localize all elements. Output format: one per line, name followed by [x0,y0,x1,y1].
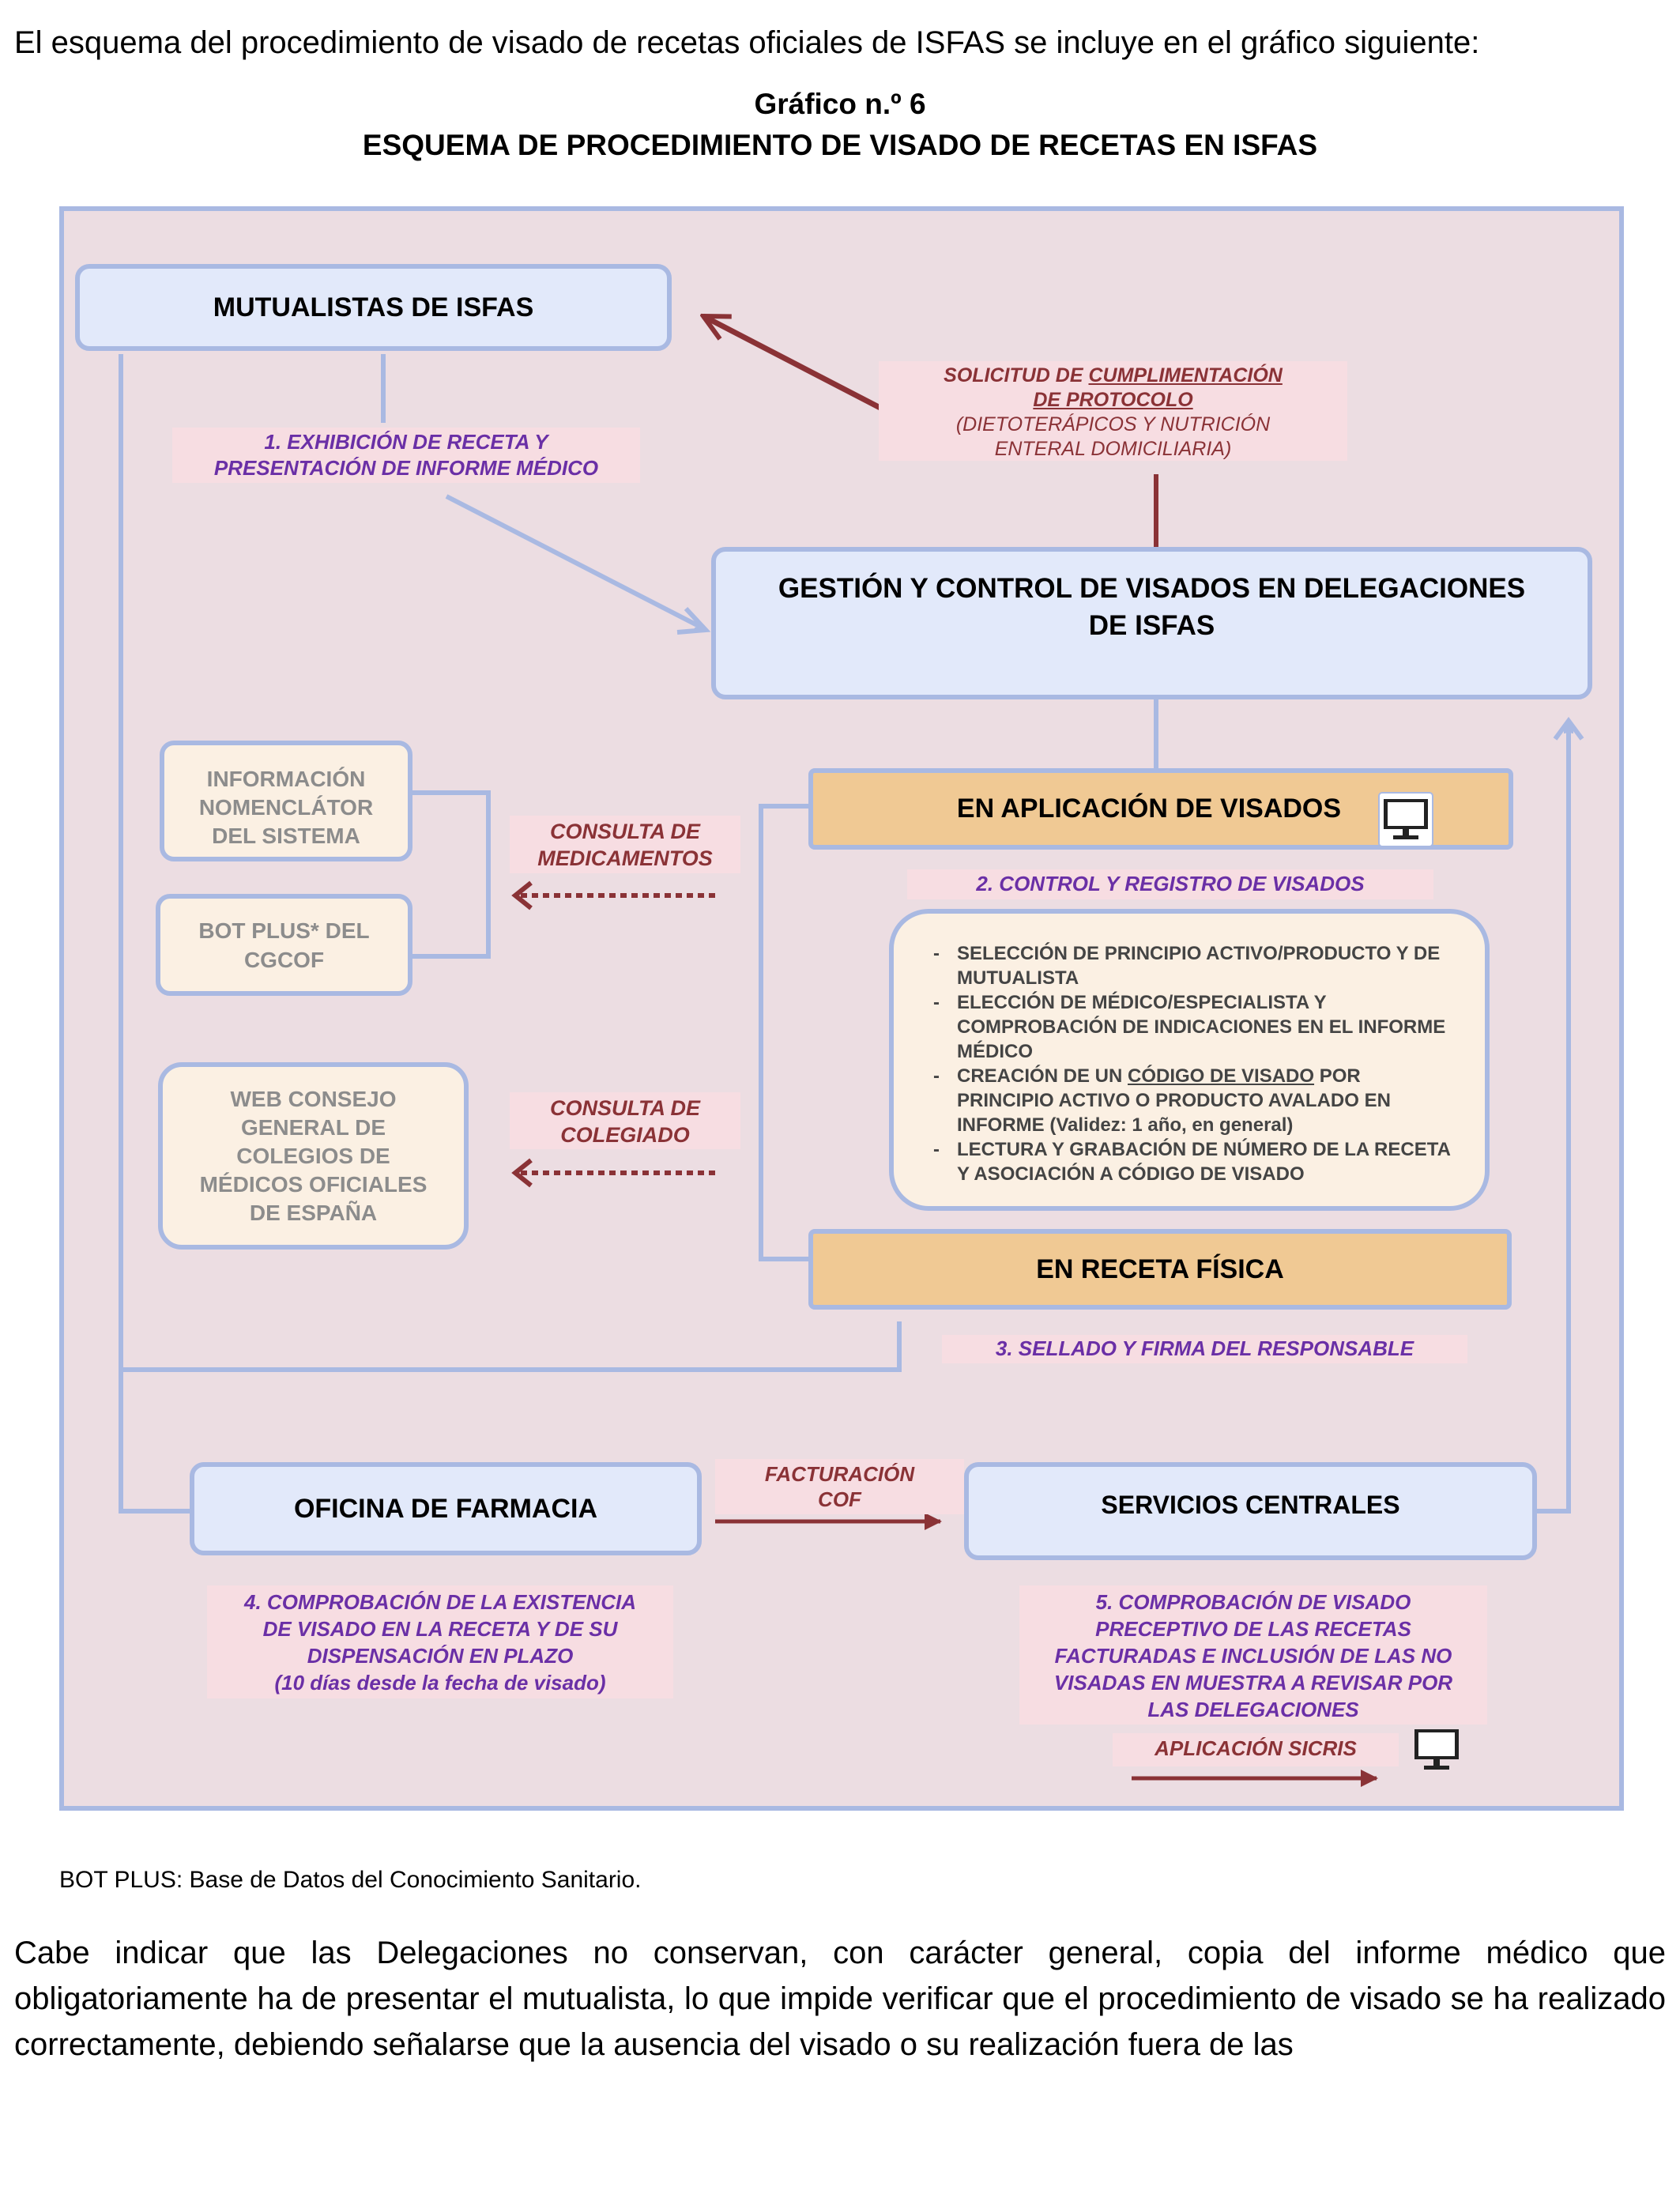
step5-line3: FACTURADAS E INCLUSIÓN DE LAS NO [1054,1644,1452,1668]
footnote: BOT PLUS: Base de Datos del Conocimiento… [59,1867,642,1893]
botplus-line1: BOT PLUS* DEL [198,918,370,943]
web-consejo-line3: COLEGIOS DE [236,1143,390,1168]
step2-label: 2. CONTROL Y REGISTRO DE VISADOS [907,869,1433,899]
facturacion-label: FACTURACIÓN COF [715,1459,964,1514]
step5-line2: PRECEPTIVO DE LAS RECETAS [1095,1617,1411,1641]
list-item: LECTURA Y GRABACIÓN DE NÚMERO DE LA RECE… [933,1137,1453,1186]
servicios-centrales-box: SERVICIOS CENTRALES [964,1462,1537,1560]
step4-line3: DISPENSACIÓN EN PLAZO [307,1644,574,1668]
body-paragraph: Cabe indicar que las Delegaciones no con… [14,1936,1666,2062]
step3-label: 3. SELLADO Y FIRMA DEL RESPONSABLE [942,1335,1467,1363]
nomenclator-line2: NOMENCLÁTOR [198,795,374,820]
web-consejo-line5: DE ESPAÑA [249,1200,378,1225]
arrow-solicitud-mutualistas [703,313,900,420]
step5-line4: VISADAS EN MUESTRA A REVISAR POR [1053,1671,1453,1695]
solicitud-line2: DE PROTOCOLO [1033,389,1193,411]
web-consejo-box: WEB CONSEJO GENERAL DE COLEGIOS DE MÉDIC… [158,1062,469,1250]
step1-line1: 1. EXHIBICIÓN DE RECETA Y [264,430,548,454]
consulta-colegiado-line2: COLEGIADO [560,1123,690,1147]
list-item: ELECCIÓN DE MÉDICO/ESPECIALISTA Y COMPRO… [933,990,1453,1064]
gestion-box: GESTIÓN Y CONTROL DE VISADOS EN DELEGACI… [711,547,1592,699]
step1-line2: PRESENTACIÓN DE INFORME MÉDICO [213,456,599,480]
arrow-consulta-colegiado-head [511,1158,533,1188]
facturacion-line1: FACTURACIÓN [764,1462,915,1486]
monitor-icon [1378,792,1433,847]
figure-number: Gráfico n.º 6 [754,88,926,120]
connector-bottom-loop [121,1321,902,1372]
step5-line1: 5. COMPROBACIÓN DE VISADO [1095,1590,1411,1614]
figure-title: ESQUEMA DE PROCEDIMIENTO DE VISADO DE RE… [362,129,1318,161]
consulta-medicamentos-line2: MEDICAMENTOS [537,846,713,870]
oficina-farmacia-box: OFICINA DE FARMACIA [190,1462,702,1555]
sicris-label: APLICACIÓN SICRIS [1113,1733,1399,1766]
connector-bracket-left [412,790,491,959]
step4-line1: 4. COMPROBACIÓN DE LA EXISTENCIA [244,1590,636,1614]
arrow-step1-head [676,606,711,635]
consulta-colegiado-line1: CONSULTA DE [550,1096,700,1120]
monitor-icon [1414,1729,1459,1770]
web-consejo-line2: GENERAL DE [240,1114,386,1140]
consulta-medicamentos-label: CONSULTA DE MEDICAMENTOS [510,816,740,873]
nomenclator-line3: DEL SISTEMA [212,824,360,848]
intro-text: El esquema del procedimiento de visado d… [14,25,1480,60]
step5-label: 5. COMPROBACIÓN DE VISADO PRECEPTIVO DE … [1019,1585,1487,1725]
list-item: SELECCIÓN DE PRINCIPIO ACTIVO/PRODUCTO Y… [933,941,1453,990]
solicitud-line3: (DIETOTERÁPICOS Y NUTRICIÓN [955,413,1271,435]
solicitud-line1: SOLICITUD DE CUMPLIMENTACIÓN [944,364,1283,386]
list-item: CREACIÓN DE UN CÓDIGO DE VISADO POR PRIN… [933,1064,1453,1137]
step4-label: 4. COMPROBACIÓN DE LA EXISTENCIA DE VISA… [207,1585,673,1698]
web-consejo-line4: MÉDICOS OFICIALES [199,1171,428,1197]
botplus-line2: CGCOF [243,947,325,972]
nomenclator-box: INFORMACIÓN NOMENCLÁTOR DEL SISTEMA [160,741,412,861]
nomenclator-line1: INFORMACIÓN [206,767,366,791]
step1-label: 1. EXHIBICIÓN DE RECETA Y PRESENTACIÓN D… [172,428,640,483]
arrow-consulta-medicamentos-head [511,880,533,910]
facturacion-line2: COF [818,1487,861,1511]
gestion-line1: GESTIÓN Y CONTROL DE VISADOS EN DELEGACI… [778,573,1526,604]
web-consejo-line1: WEB CONSEJO [230,1086,397,1111]
step4-line4: (10 días desde la fecha de visado) [274,1671,606,1695]
connector-left-vertical [119,354,194,1514]
botplus-box: BOT PLUS* DEL CGCOF [156,894,412,996]
step4-line2: DE VISADO EN LA RECETA Y DE SU [262,1617,618,1641]
gestion-line2: DE ISFAS [1088,610,1215,641]
consulta-medicamentos-line1: CONSULTA DE [550,820,700,843]
consulta-colegiado-label: CONSULTA DE COLEGIADO [510,1092,740,1149]
arrow-step1-gestion [445,494,703,628]
receta-fisica-box: EN RECETA FÍSICA [808,1229,1512,1310]
connector-bracket-right [759,804,812,1261]
solicitud-line4: ENTERAL DOMICILIARIA) [994,438,1232,460]
arrow-gestion-up-head [1553,716,1584,741]
aplicacion-visados-label: EN APLICACIÓN DE VISADOS [956,794,1342,824]
steps-list-box: SELECCIÓN DE PRINCIPIO ACTIVO/PRODUCTO Y… [889,909,1490,1211]
connector-servicios-gestion [1537,726,1569,1514]
solicitud-protocolo-label: SOLICITUD DE CUMPLIMENTACIÓN DE PROTOCOL… [879,361,1347,461]
mutualistas-box: MUTUALISTAS DE ISFAS [75,264,672,351]
step5-line5: LAS DELEGACIONES [1147,1698,1359,1721]
